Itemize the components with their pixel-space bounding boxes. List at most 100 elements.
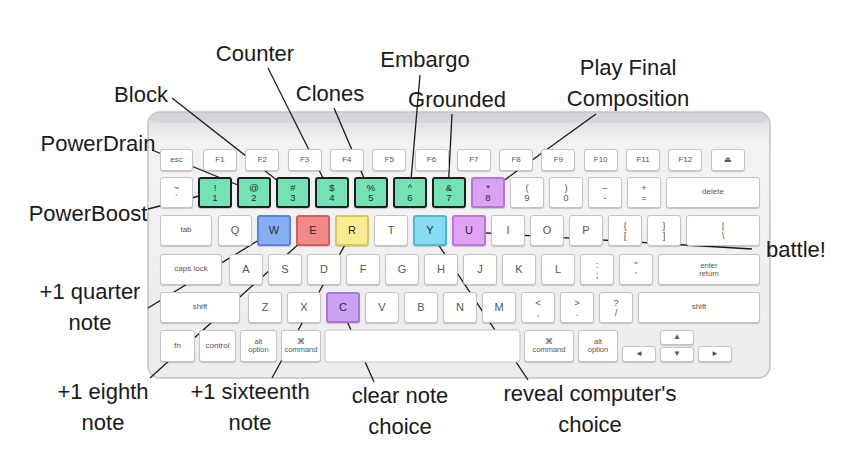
key-label: : — [596, 260, 599, 270]
key-label: A — [242, 264, 249, 276]
key-label: ⏏ — [724, 156, 732, 164]
callout-label: reveal computer's choice — [490, 378, 690, 440]
key-label: X — [300, 302, 307, 314]
callout-label: Embargo — [365, 44, 485, 75]
key-label: F — [360, 264, 367, 276]
key: N — [443, 292, 477, 323]
callout-label: PowerDrain — [23, 128, 173, 159]
key-label: $ — [329, 183, 334, 193]
key-label: Q — [231, 225, 240, 237]
key-label: H — [437, 264, 445, 276]
key: "' — [619, 254, 653, 285]
key-label: shift — [193, 303, 208, 311]
key-label: / — [615, 308, 618, 318]
key-label: ⌘ — [545, 338, 553, 346]
callout-label: Block — [96, 79, 186, 110]
key-label: F11 — [636, 156, 649, 164]
key-label: S — [281, 264, 288, 276]
highlighted-key: C — [326, 292, 360, 323]
key: :; — [580, 254, 614, 285]
key-label: B — [417, 302, 424, 314]
key-label: 7 — [446, 193, 451, 203]
key: V — [365, 292, 399, 323]
key: fn — [160, 330, 195, 362]
key-label: shift — [692, 303, 707, 311]
highlighted-key: $4 — [315, 177, 349, 208]
key-label: @ — [249, 183, 259, 193]
highlighted-key: R — [335, 215, 369, 246]
key-label: * — [486, 183, 490, 193]
key-label: command — [285, 346, 318, 354]
key-label: W — [269, 225, 279, 237]
highlighted-key: W — [257, 215, 291, 246]
key-label: } — [662, 221, 665, 231]
key-label: option — [248, 346, 268, 354]
key-label: Z — [262, 302, 269, 314]
key-label: ; — [596, 270, 599, 280]
key: X — [287, 292, 321, 323]
key-label: ! — [214, 183, 217, 193]
key-label: 0 — [563, 193, 568, 203]
key-label: % — [367, 183, 375, 193]
key-label: ▲ — [673, 333, 681, 341]
key-label: 1 — [212, 193, 217, 203]
highlighted-key: E — [296, 215, 330, 246]
key-label: { — [623, 221, 626, 231]
key-label: F9 — [554, 156, 563, 164]
key: ~` — [160, 177, 193, 208]
keyboard-top-edge — [150, 113, 768, 123]
key-label: ~ — [174, 183, 180, 193]
key-label: E — [309, 225, 316, 237]
key: >. — [560, 292, 594, 323]
key-label: R — [348, 225, 356, 237]
key-label: – — [602, 183, 607, 193]
key: L — [541, 254, 575, 285]
highlighted-key: !1 — [198, 177, 232, 208]
key-label: option — [588, 346, 608, 354]
key: F1 — [203, 149, 237, 171]
key-label: ▼ — [673, 350, 681, 358]
key-label: return — [699, 270, 719, 278]
key: shift — [160, 292, 240, 323]
key-label: | — [722, 221, 724, 231]
key: <, — [521, 292, 555, 323]
key-label: = — [641, 193, 647, 203]
key-label: F12 — [678, 156, 692, 164]
highlighted-key: U — [452, 215, 486, 246]
key: F7 — [457, 149, 491, 171]
key: B — [404, 292, 438, 323]
key-label: > — [574, 298, 580, 308]
key: F6 — [415, 149, 449, 171]
key-label: ] — [663, 231, 666, 241]
key-label: O — [543, 225, 552, 237]
key: F — [346, 254, 380, 285]
key-label: 5 — [368, 193, 373, 203]
leader-lines — [148, 68, 752, 382]
key: delete — [666, 177, 760, 208]
key: A — [229, 254, 263, 285]
key-label: J — [477, 264, 483, 276]
key-label: # — [290, 183, 295, 193]
key-label: \ — [722, 231, 725, 241]
key-label: ⌘ — [297, 338, 305, 346]
highlighted-key: ^6 — [393, 177, 427, 208]
key-label: F10 — [594, 156, 608, 164]
key-label: Y — [426, 225, 433, 237]
key-label: U — [465, 225, 473, 237]
key-label: " — [634, 260, 637, 270]
key-label: K — [515, 264, 522, 276]
key-label: 6 — [407, 193, 412, 203]
key: (9 — [510, 177, 544, 208]
key-label: caps lock — [174, 265, 207, 273]
key: I — [491, 215, 525, 246]
key: K — [502, 254, 536, 285]
key-label: & — [446, 183, 452, 193]
key: tab — [160, 215, 212, 246]
key-label: F8 — [511, 156, 520, 164]
callout-label: +1 eighth note — [43, 376, 163, 438]
key-label: F6 — [427, 156, 436, 164]
key-label: V — [378, 302, 385, 314]
key-label: F4 — [342, 156, 351, 164]
key-label: < — [535, 298, 541, 308]
